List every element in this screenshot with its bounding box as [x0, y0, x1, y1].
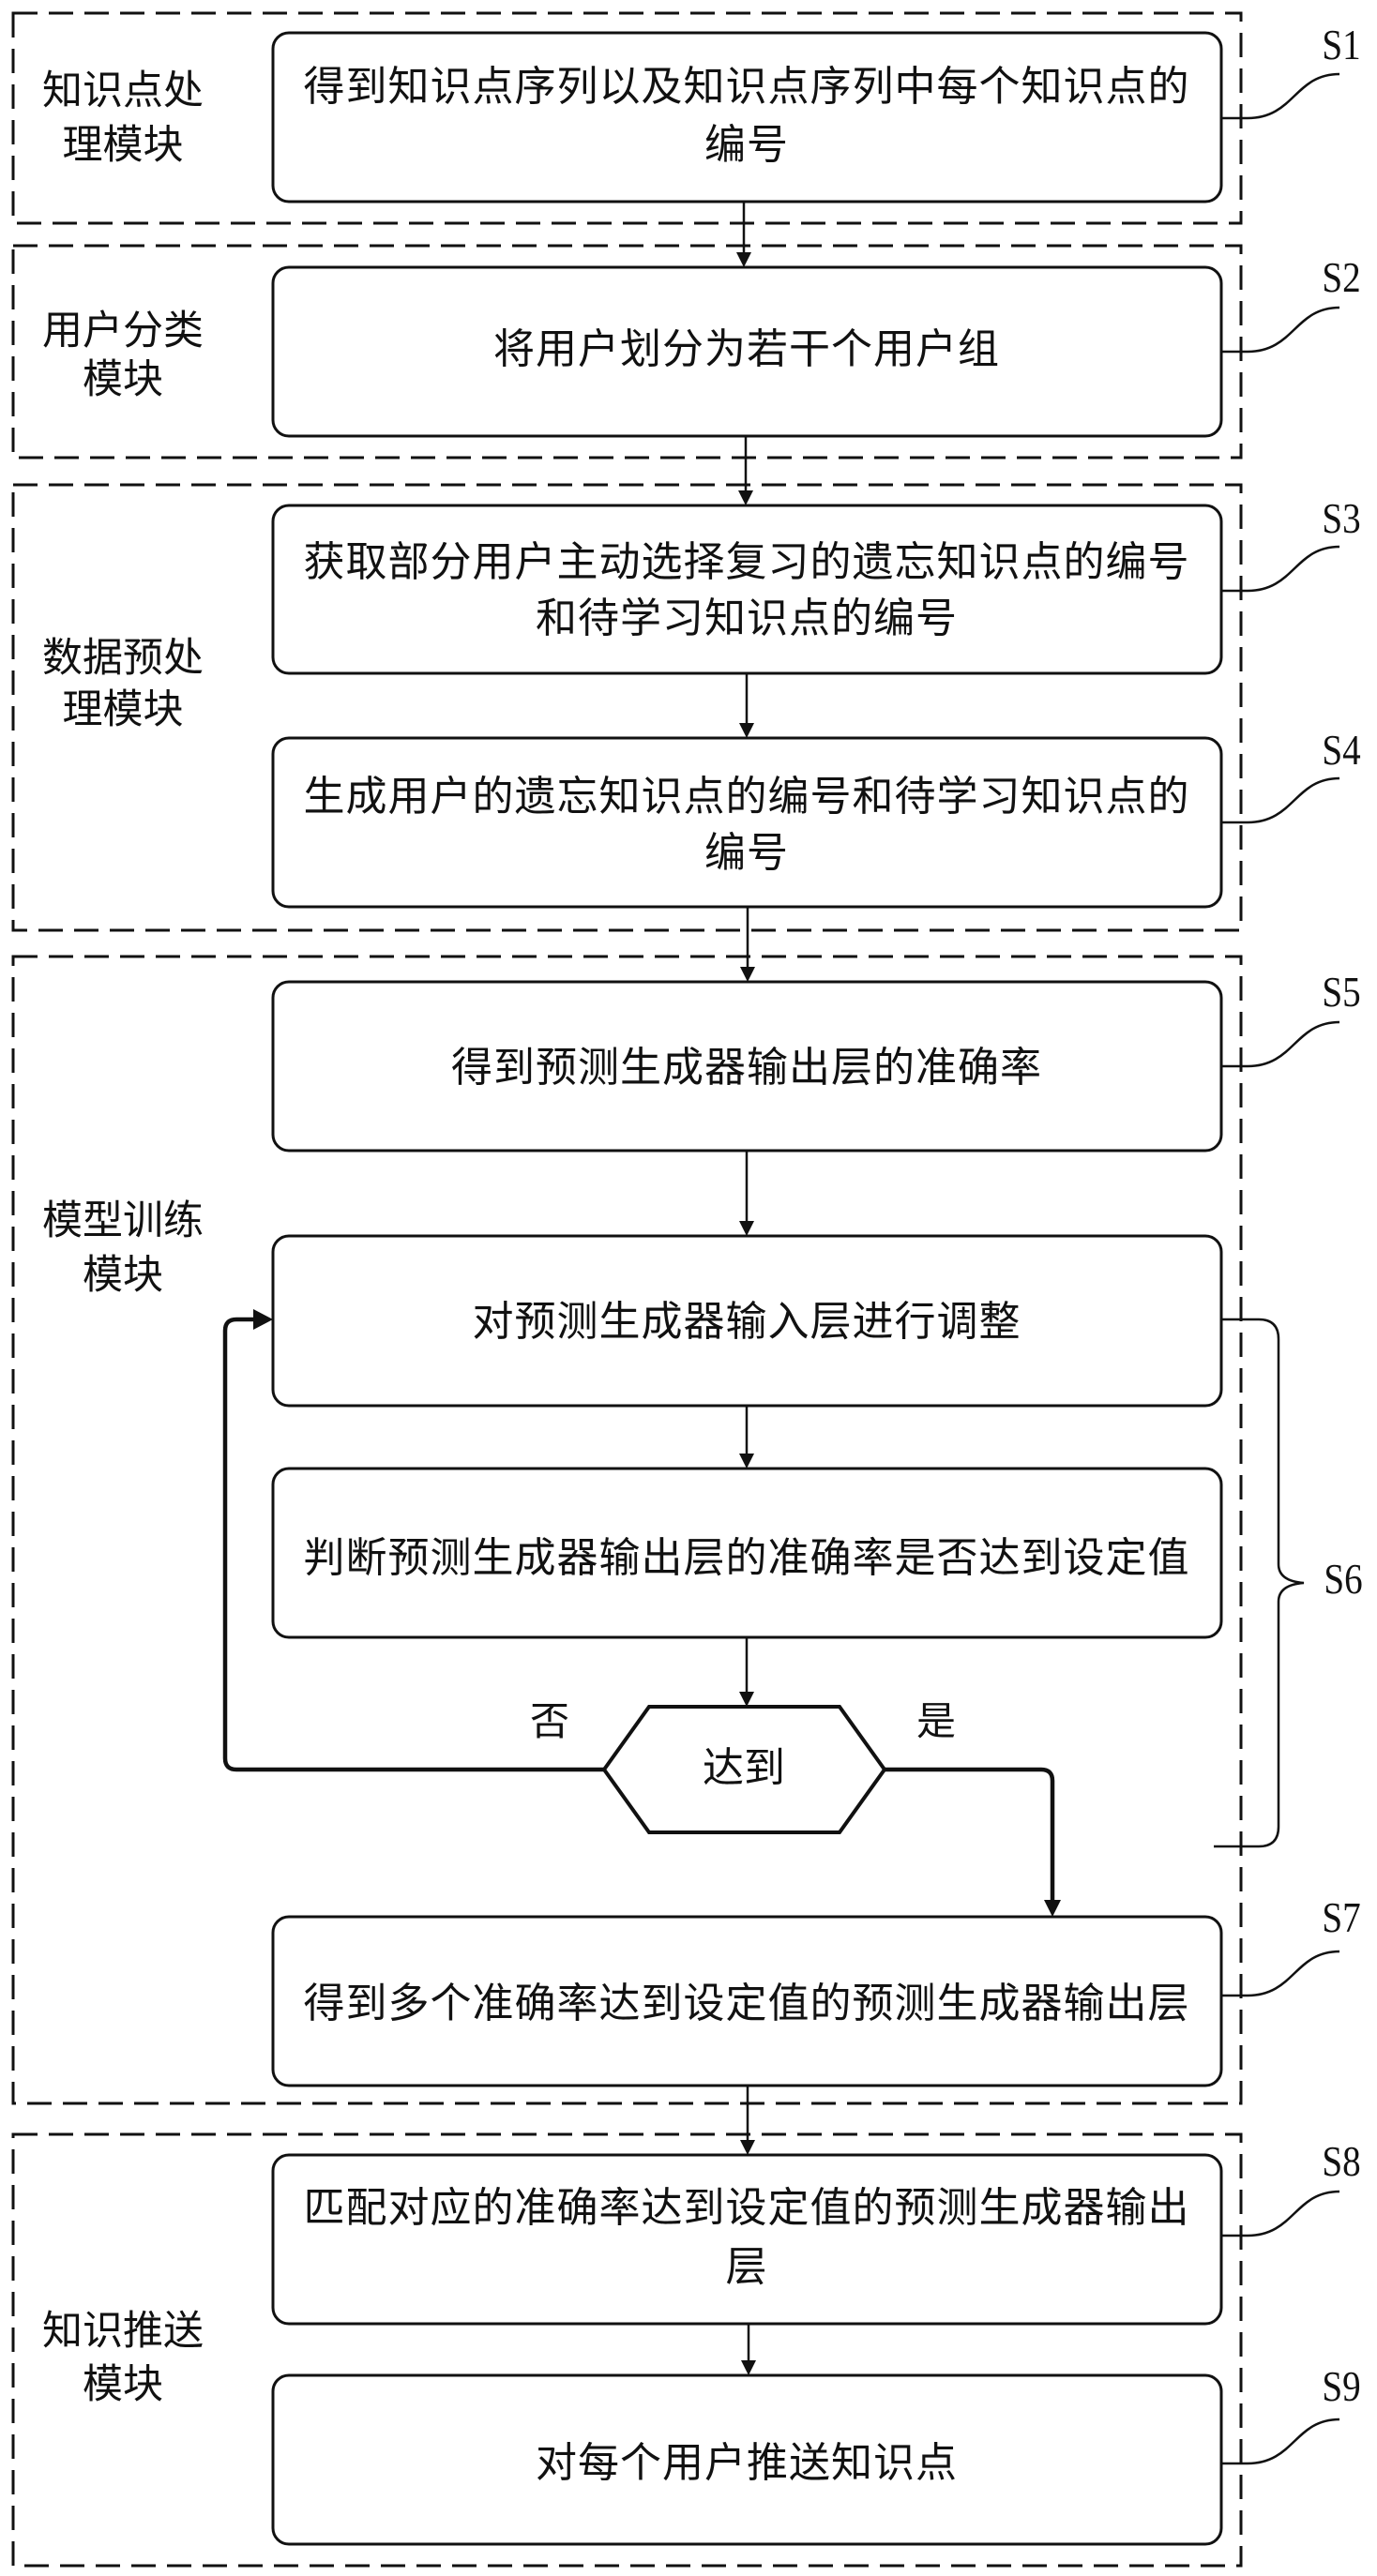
arrow-s6b-decision-arrowhead [739, 1692, 754, 1707]
loop-back-arrowhead [253, 1309, 273, 1330]
yes-path-arrowhead [1044, 1900, 1061, 1917]
step-s6b-text-line-1: 判断预测生成器输出层的准确率是否达到设定值 [303, 1534, 1190, 1582]
loop-back-line [222, 1317, 604, 1772]
arrow-s1-s2-arrowhead [736, 252, 751, 267]
step-s4-text-line-1: 生成用户的遗忘知识点的编号和待学习知识点的 [303, 773, 1190, 821]
arrow-s5-s6a-arrowhead [739, 1221, 754, 1236]
step-box-s8 [271, 2153, 1223, 2326]
step-s1-text-line-2: 编号 [704, 121, 789, 169]
leader-curve-s9 [1221, 2418, 1340, 2465]
step-s3-text-line-2: 和待学习知识点的编号 [536, 595, 958, 642]
arrow-s8-s9-arrowhead [741, 2360, 756, 2375]
step-label-s5: S5 [1322, 968, 1361, 1016]
module-m1-label-line-2: 理模块 [62, 122, 184, 169]
step-box-s9 [271, 2373, 1223, 2546]
decision-yes-label: 是 [915, 1698, 957, 1744]
module-m3-label-line-1: 数据预处 [42, 635, 204, 682]
leader-curve-s4 [1221, 776, 1340, 824]
module-m2-label-line-2: 模块 [83, 356, 163, 403]
leader-curve-s7 [1221, 1950, 1340, 1997]
bracket-s6 [1214, 1318, 1305, 1848]
step-box-s4 [271, 736, 1223, 909]
leader-curve-s8 [1221, 2190, 1340, 2237]
module-m5-label-line-2: 模块 [83, 2361, 163, 2408]
decision-no-label: 否 [529, 1698, 570, 1744]
step-s3-text-line-1: 获取部分用户主动选择复习的遗忘知识点的编号 [303, 538, 1190, 586]
step-s4-text-line-2: 编号 [704, 829, 789, 877]
step-label-s2: S2 [1322, 253, 1361, 301]
arrow-s3-s4-arrowhead [739, 723, 754, 738]
step-s1-text-line-1: 得到知识点序列以及知识点序列中每个知识点的 [303, 63, 1190, 111]
module-m3-label-line-2: 理模块 [62, 686, 184, 733]
arrow-s7-s8-arrowhead [740, 2140, 755, 2155]
arrow-s2-s3-arrowhead [738, 490, 753, 505]
step-label-s7: S7 [1322, 1893, 1361, 1941]
module-m3-dashed-border [11, 483, 1243, 932]
step-s2-text-line-1: 将用户划分为若干个用户组 [493, 325, 1000, 373]
module-m4-dashed-border [11, 955, 1243, 2105]
step-s7-text-line-1: 得到多个准确率达到设定值的预测生成器输出层 [303, 1980, 1190, 2027]
leader-curve-s5 [1221, 1020, 1340, 1068]
module-m5-dashed-border [11, 2132, 1243, 2568]
step-s8-text-line-2: 层 [725, 2243, 768, 2291]
step-label-s8: S8 [1322, 2137, 1361, 2185]
step-label-s6: S6 [1324, 1555, 1363, 1603]
arrow-s6a-s6b-arrowhead [739, 1454, 754, 1469]
leader-curve-s1 [1221, 72, 1340, 120]
step-s6a-text-line-1: 对预测生成器输入层进行调整 [472, 1298, 1021, 1346]
step-s9-text-line-1: 对每个用户推送知识点 [536, 2439, 958, 2487]
leader-curve-s3 [1221, 545, 1340, 593]
step-label-s3: S3 [1322, 494, 1361, 542]
module-m5-label-line-1: 知识推送 [42, 2308, 204, 2355]
module-m4-label-line-1: 模型训练 [42, 1198, 204, 1244]
arrow-s4-s5-arrowhead [740, 967, 755, 982]
step-label-s4: S4 [1322, 726, 1361, 774]
step-box-s3 [271, 504, 1223, 675]
decision-text: 达到 [703, 1744, 785, 1792]
step-box-s1 [271, 31, 1223, 203]
module-m2-label-line-1: 用户分类 [42, 308, 204, 354]
module-m1-label-line-1: 知识点处 [42, 68, 204, 114]
yes-path-line [885, 1767, 1055, 1902]
step-s8-text-line-1: 匹配对应的准确率达到设定值的预测生成器输出 [303, 2184, 1190, 2232]
step-label-s9: S9 [1322, 2362, 1361, 2410]
step-label-s1: S1 [1322, 21, 1361, 68]
module-m4-label-line-2: 模块 [83, 1252, 163, 1299]
leader-curve-s2 [1221, 306, 1340, 354]
step-s5-text-line-1: 得到预测生成器输出层的准确率 [451, 1044, 1042, 1092]
